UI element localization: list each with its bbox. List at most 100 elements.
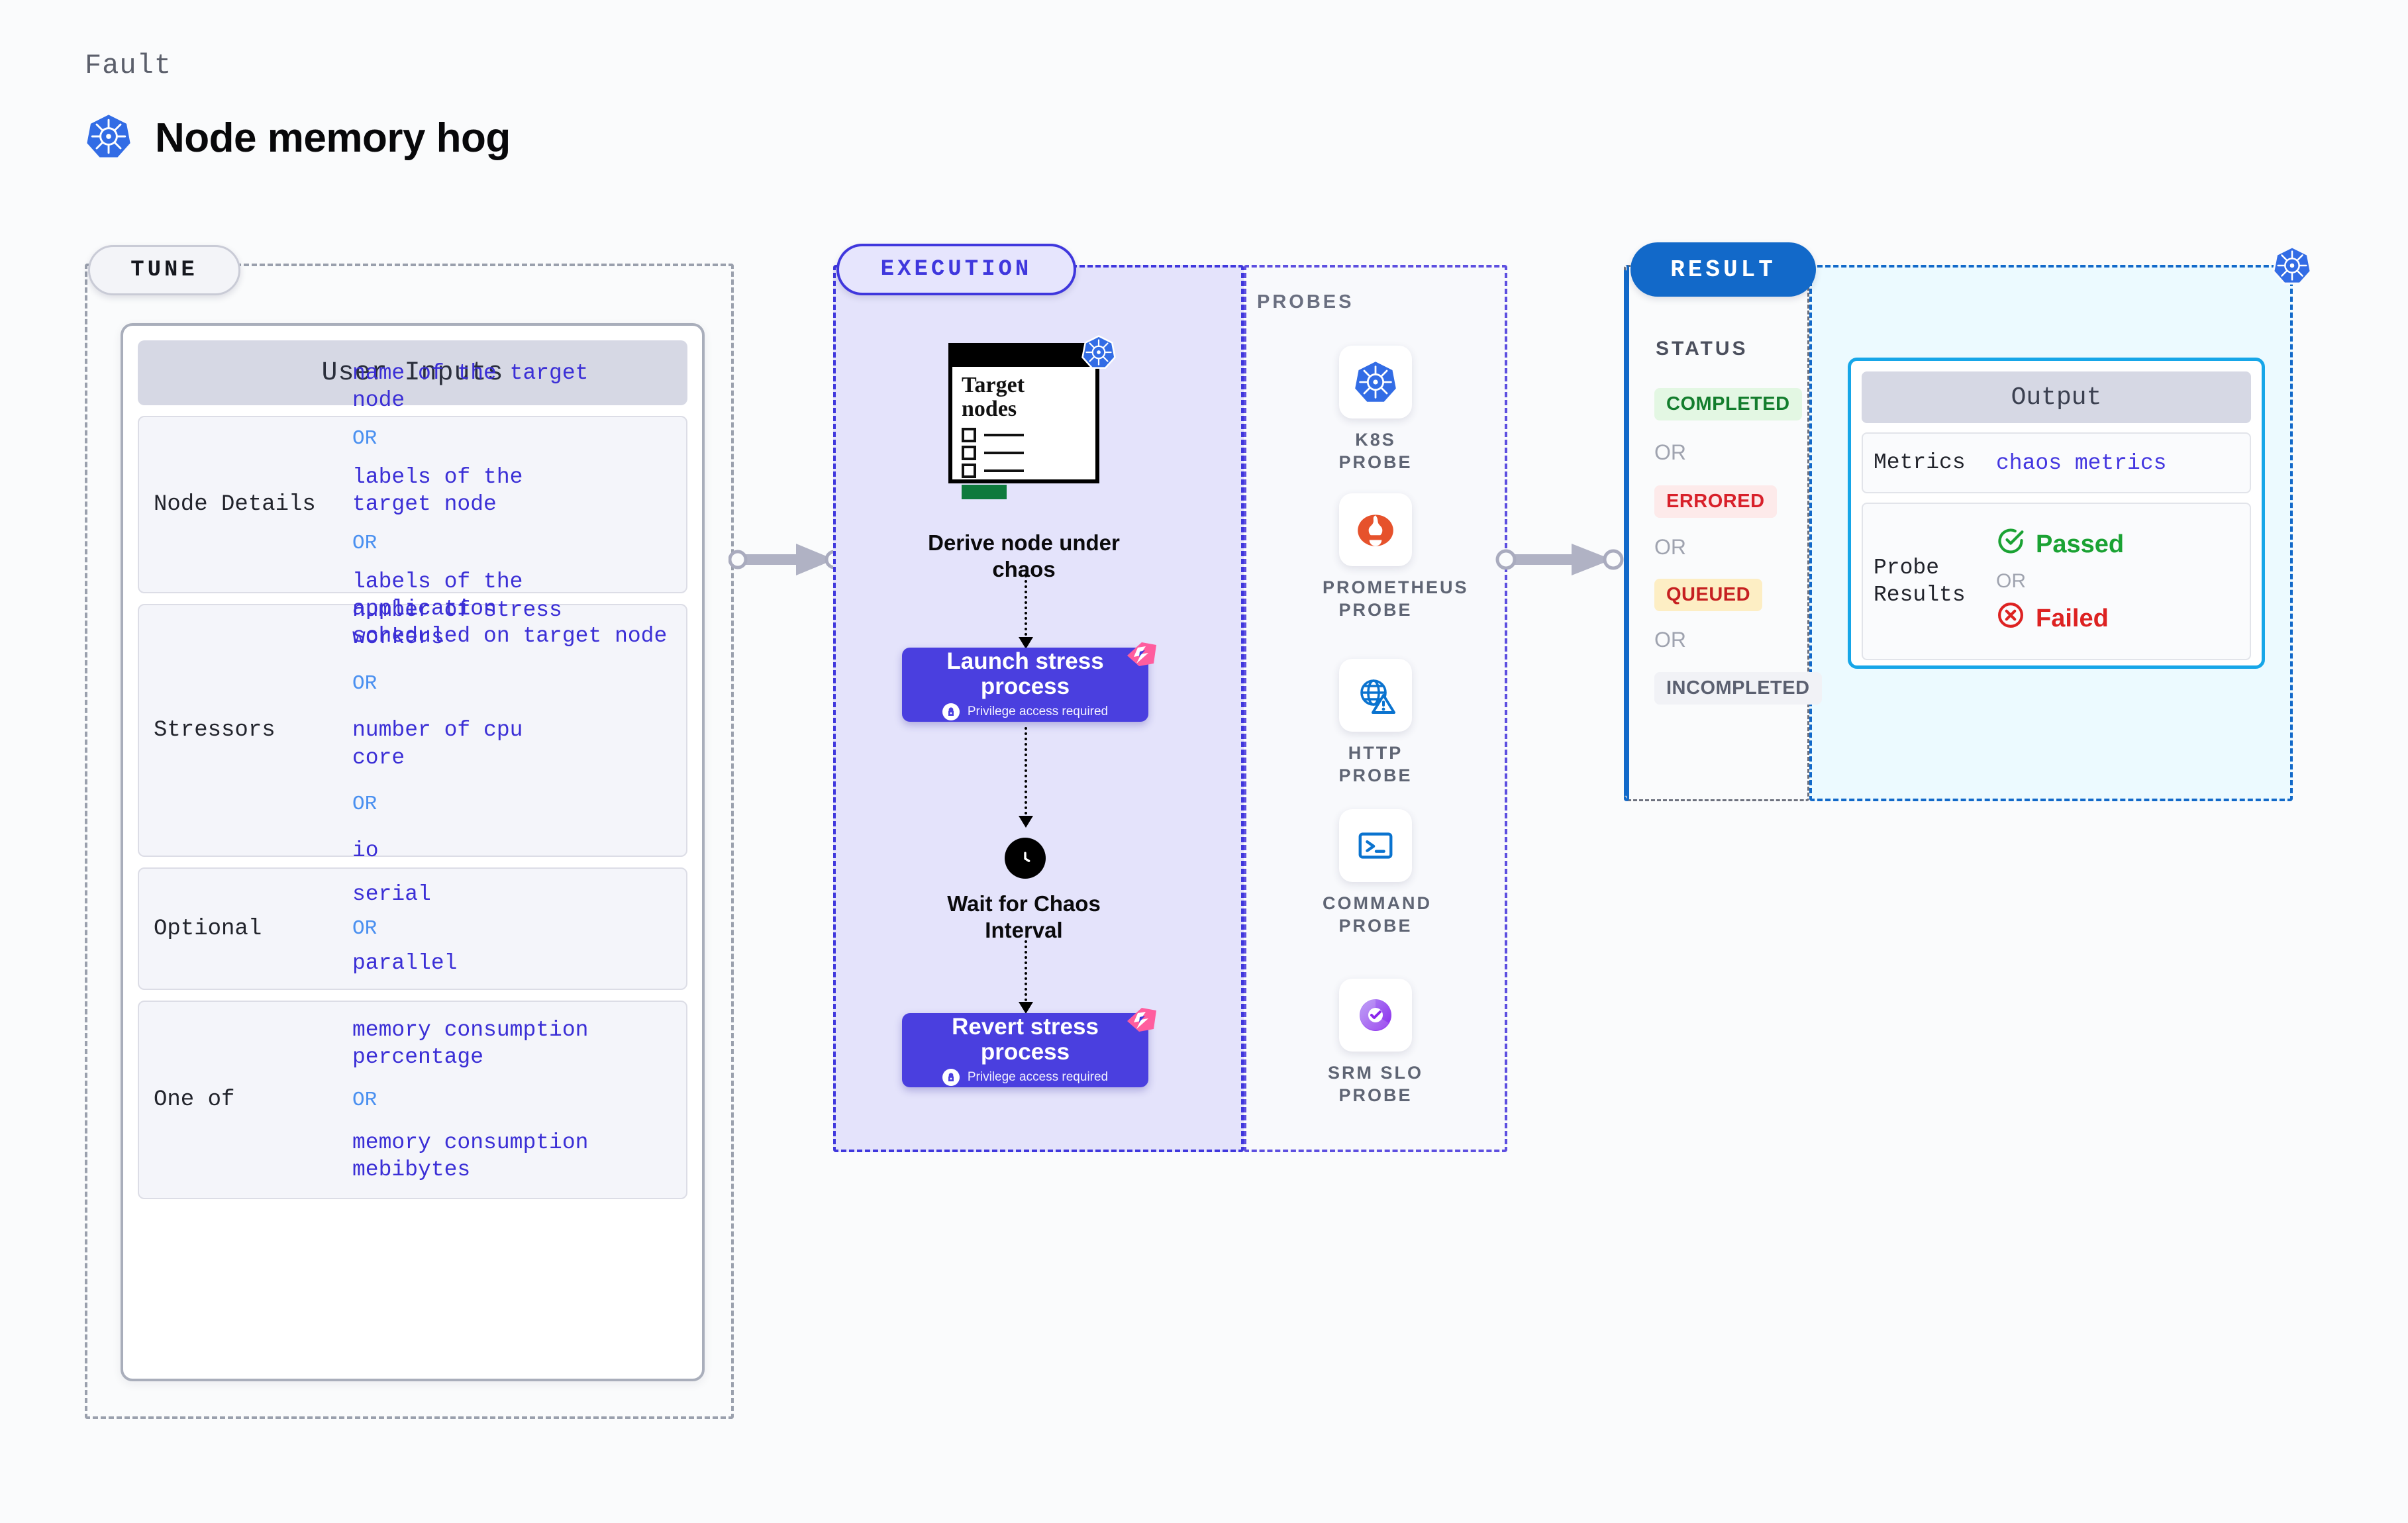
connector-execution-to-result: [1495, 544, 1624, 575]
kubernetes-icon: [1355, 362, 1396, 402]
probe-label: K8S PROBE: [1338, 430, 1413, 472]
probe-tile: [1339, 659, 1412, 732]
checkbox-icon: [962, 464, 976, 479]
status-badge-incompleted: INCOMPLETED: [1654, 672, 1822, 705]
probe-result-passed: Passed: [1996, 526, 2124, 562]
status-badge-completed: COMPLETED: [1654, 388, 1802, 420]
derive-node-caption: Derive node under chaos: [928, 530, 1120, 582]
result-section-pill[interactable]: RESULT: [1630, 242, 1816, 297]
arrow-head-icon: [1019, 637, 1033, 649]
card-titlebar: [952, 347, 1095, 367]
row-value: number of cpu core: [352, 718, 523, 770]
privilege-note: Privilege access required: [942, 1068, 1109, 1086]
check-circle-icon: [1996, 526, 2025, 562]
terminal-icon: [1358, 832, 1393, 859]
output-row-probe-results: Probe Results Passed OR Failed: [1862, 503, 2251, 660]
lock-icon: [942, 1068, 960, 1086]
row-value: name of the target node: [352, 360, 589, 413]
checkbox-icon: [962, 428, 976, 443]
target-nodes-title: Target nodes: [962, 373, 1025, 421]
checklist-item: [952, 428, 1095, 443]
launch-stress-process-node[interactable]: Launch stress process Privilege access r…: [902, 642, 1156, 722]
or-separator: OR: [1654, 628, 1686, 652]
row-label: Probe Results: [1874, 555, 1966, 607]
user-input-row-node-details: Node Details name of the target node OR …: [138, 361, 687, 648]
or-separator: OR: [352, 792, 377, 816]
probe-tile: [1339, 346, 1412, 418]
checkbox-icon: [962, 446, 976, 461]
connector-line: [1025, 940, 1027, 1007]
fault-kicker: Fault: [85, 50, 172, 81]
kubernetes-icon: [85, 113, 132, 164]
probe-result-failed: Failed: [1996, 601, 2124, 636]
row-label: One of: [154, 1087, 235, 1112]
execution-section-pill[interactable]: EXECUTION: [836, 244, 1076, 295]
arrow-head-icon: [1019, 1002, 1033, 1014]
probe-label: SRM SLO PROBE: [1327, 1063, 1423, 1105]
or-separator: OR: [352, 427, 377, 451]
row-value: parallel: [352, 951, 458, 975]
lock-icon: [942, 703, 960, 720]
litmus-ribbon-icon: [1123, 641, 1158, 667]
user-input-row-optional: Optional serial OR parallel: [138, 867, 687, 990]
probe-label: PROMETHEUS PROBE: [1323, 577, 1469, 620]
line-placeholder: [984, 434, 1024, 437]
or-separator: OR: [352, 917, 377, 940]
row-value: labels of the target node: [352, 465, 523, 517]
x-circle-icon: [1996, 601, 2025, 636]
privilege-text: Privilege access required: [967, 1069, 1109, 1084]
or-separator: OR: [352, 672, 377, 696]
node-title: Revert stress process: [952, 1014, 1099, 1065]
line-placeholder: [984, 469, 1024, 473]
tune-section: [85, 264, 734, 1419]
green-bar-indicator: [962, 485, 1007, 500]
result-section-edge: [1624, 265, 1629, 801]
row-label: Optional: [154, 916, 262, 942]
output-title: Output: [1862, 371, 2251, 423]
result-section: [1624, 265, 1809, 801]
privilege-note: Privilege access required: [942, 703, 1108, 720]
privilege-text: Privilege access required: [967, 704, 1109, 718]
row-label: Metrics: [1874, 450, 1966, 475]
status-label: STATUS: [1656, 338, 1748, 360]
output-row-metrics: Metrics chaos metrics: [1862, 432, 2251, 493]
probe-http[interactable]: HTTP PROBE: [1323, 659, 1429, 787]
clock-icon: [1005, 838, 1046, 879]
or-separator: OR: [1996, 570, 2026, 592]
litmus-ribbon-icon: [1123, 1007, 1158, 1033]
checklist-item: [952, 446, 1095, 461]
probe-prometheus[interactable]: PROMETHEUS PROBE: [1323, 493, 1469, 622]
probe-tile: [1339, 979, 1412, 1052]
connector-tune-to-execution: [728, 544, 844, 575]
probe-command[interactable]: COMMAND PROBE: [1323, 809, 1432, 938]
probe-result-text: Passed: [2036, 530, 2125, 558]
probe-label: COMMAND PROBE: [1323, 893, 1432, 936]
user-inputs-title: User Inputs: [138, 340, 687, 405]
tune-section-pill[interactable]: TUNE: [88, 245, 240, 295]
revert-stress-process-node[interactable]: Revert stress process Privilege access r…: [902, 1008, 1156, 1087]
or-separator: OR: [352, 531, 377, 555]
row-value: io: [352, 838, 379, 863]
page-title: Node memory hog: [155, 115, 511, 161]
probe-k8s[interactable]: K8S PROBE: [1323, 346, 1429, 474]
probe-tile: [1339, 809, 1412, 882]
user-input-row-stressors: Stressors number of stress workers OR nu…: [138, 598, 687, 863]
globe-warning-icon: [1360, 679, 1395, 714]
or-separator: OR: [1654, 440, 1686, 464]
row-value: number of stress workers: [352, 597, 562, 650]
node-title: Launch stress process: [946, 648, 1104, 699]
kubernetes-icon: [1081, 334, 1117, 373]
row-value: memory consumption mebibytes: [352, 1130, 589, 1182]
probe-result-text: Failed: [2036, 604, 2109, 632]
row-value: serial: [352, 881, 431, 907]
kubernetes-icon: [2272, 245, 2313, 289]
or-separator: OR: [352, 1088, 377, 1112]
fault-title-row: Node memory hog: [85, 113, 511, 164]
status-badge-queued: QUEUED: [1654, 579, 1763, 611]
checklist-item: [952, 464, 1095, 479]
row-value: labels of the application scheduled on t…: [352, 569, 668, 649]
probe-srm-slo[interactable]: SRM SLO PROBE: [1323, 979, 1429, 1107]
arrow-head-icon: [1019, 816, 1033, 828]
probe-label: HTTP PROBE: [1338, 743, 1413, 785]
target-nodes-card: Target nodes: [948, 343, 1099, 500]
